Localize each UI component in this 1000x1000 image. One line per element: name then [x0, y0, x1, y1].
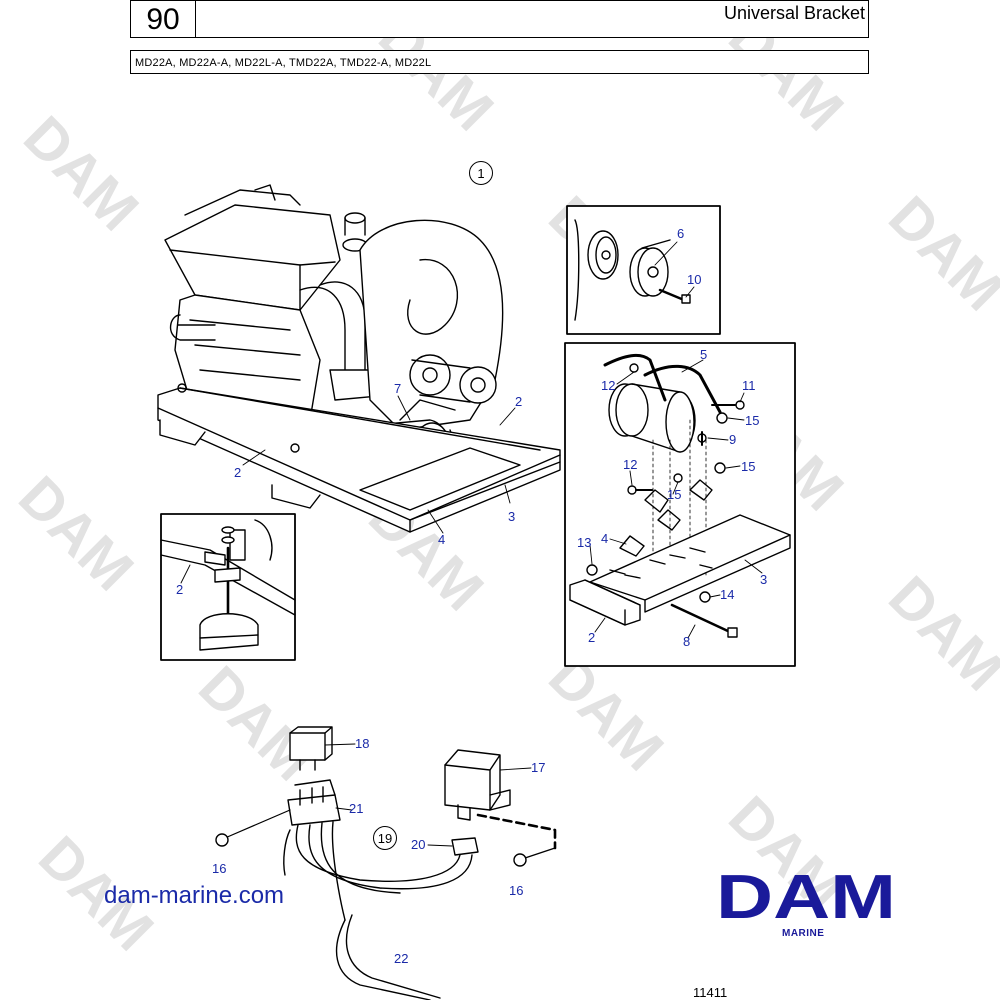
callout-14: 14 [720, 587, 735, 602]
callout-17: 17 [531, 760, 546, 775]
callout-13: 13 [577, 535, 592, 550]
callout-10: 10 [687, 272, 702, 287]
callout-3: 3 [760, 572, 768, 587]
inset-pulley-drawing [574, 219, 691, 321]
model-list: MD22A, MD22A-A, MD22L-A, TMD22A, TMD22-A… [135, 57, 432, 69]
callout-20: 20 [411, 837, 426, 852]
logo-subtext: MARINE [782, 928, 825, 939]
callout-16: 16 [212, 861, 227, 876]
callout-2: 2 [588, 630, 596, 645]
callout-2: 2 [234, 465, 242, 480]
callout-15: 15 [741, 459, 756, 474]
harness-drawing [215, 726, 557, 1000]
callout-12: 12 [601, 378, 616, 393]
callout-6: 6 [677, 226, 685, 241]
callout-15: 15 [745, 413, 760, 428]
callout-7: 7 [394, 381, 402, 396]
callout-12: 12 [623, 457, 638, 472]
callout-5: 5 [700, 347, 708, 362]
engine-drawing [157, 184, 561, 533]
inset-bracket-drawing [569, 353, 791, 638]
inset-mount-drawing [160, 519, 296, 651]
callout-8: 8 [683, 634, 691, 649]
callout-4: 4 [438, 532, 446, 547]
page-title: Universal Bracket [723, 3, 865, 23]
callout-2: 2 [176, 582, 184, 597]
callout-11: 11 [742, 378, 756, 393]
title-box: Universal Bracket [195, 0, 869, 38]
callout-9: 9 [729, 432, 737, 447]
callout-3: 3 [508, 509, 516, 524]
group-marker-harness: 19 [373, 826, 397, 850]
callout-16: 16 [509, 883, 524, 898]
callout-21: 21 [349, 801, 364, 816]
drawing-number: 11411 [693, 985, 728, 1000]
callout-15: 15 [667, 487, 682, 502]
callout-2: 2 [515, 394, 523, 409]
page-number-box: 90 [130, 0, 196, 38]
callout-4: 4 [601, 531, 609, 546]
models-box: MD22A, MD22A-A, MD22L-A, TMD22A, TMD22-A… [130, 50, 869, 74]
group-marker-main: 1 [469, 161, 493, 185]
callout-22: 22 [394, 951, 409, 966]
page-number: 90 [146, 3, 180, 36]
website-link[interactable]: dam-marine.com [104, 882, 285, 909]
leader-lines [180, 241, 763, 847]
callout-18: 18 [355, 736, 370, 751]
